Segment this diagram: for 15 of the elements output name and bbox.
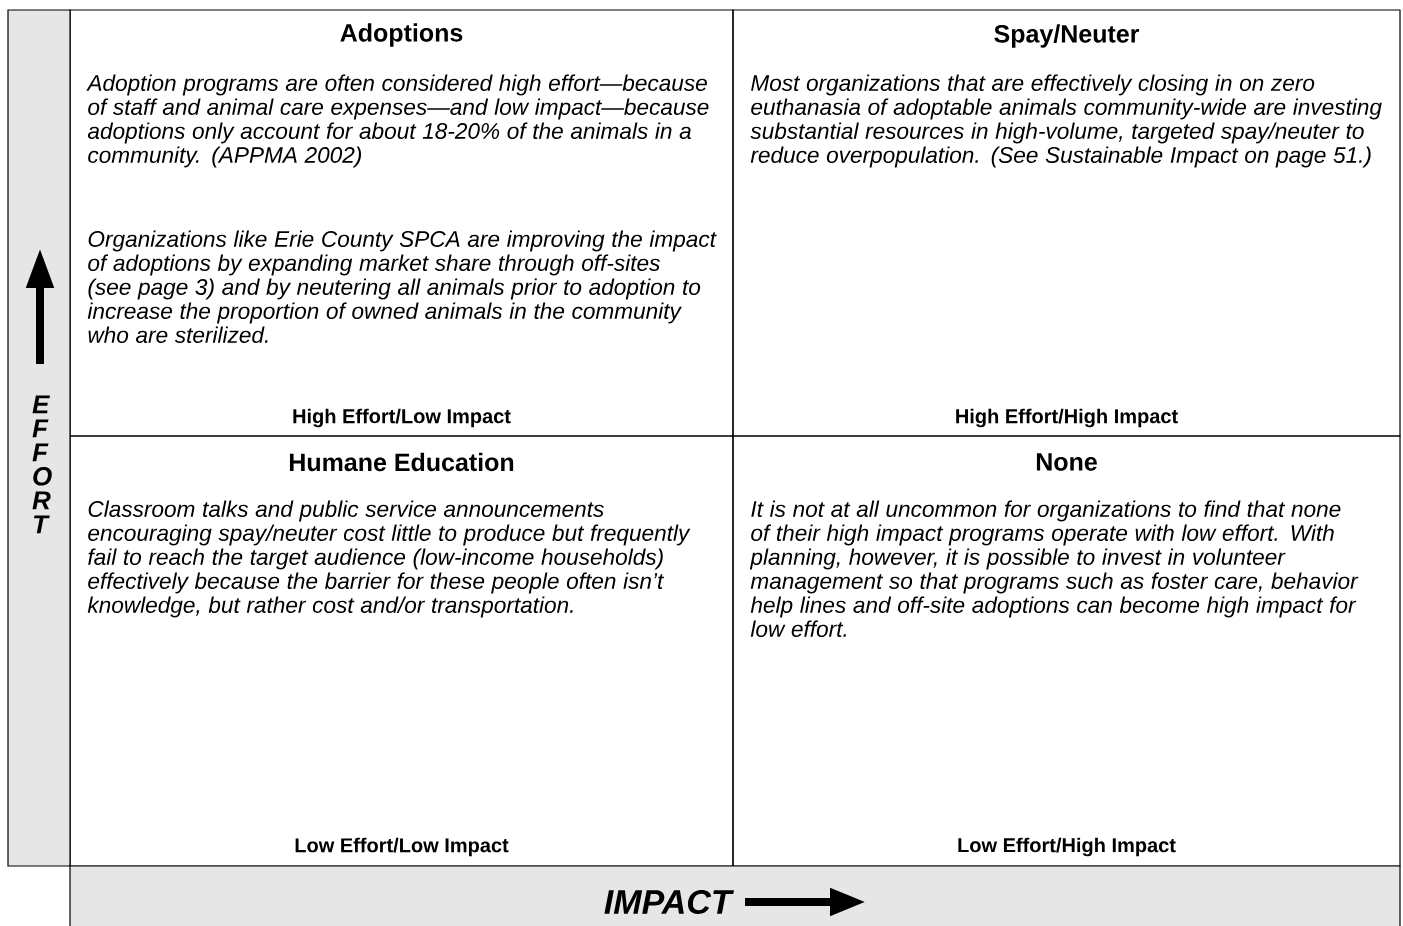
body-text: Classroom talks and public service announcements encouraging spay/neuter cost little to produce but frequently fail to reach the target audience (low-income households) effectively because the barrier for these people often isn’t knowledge, but rather cost and/or transportation. [87, 500, 691, 618]
heading: None [1036, 453, 1097, 471]
heading: Spay/Neuter [994, 24, 1140, 48]
body-text: Adoption programs are often considered high effort—because of staff and animal care expenses—and low impact—because adoptions only account for about 18-20% of the animals in a community. (APPMA 2002) [86, 74, 709, 168]
quadrant-label: Low Effort/Low Impact [295, 837, 509, 857]
quadrant-label: Low Effort/High Impact [958, 837, 1176, 857]
heading: Humane Education [289, 452, 514, 472]
axis-label: E F F O R T [32, 395, 52, 534]
axis-label: IMPACT [604, 889, 734, 915]
body-text: Most organizations that are effectively closing in on zero euthanasia of adoptable animals community-wide are investing substantial resources in high-volume, targeted spay/neuter to reduce overpopulation. (See Sustainable Impact on page 51.) [750, 74, 1382, 168]
quadrant-label: High Effort/High Impact [956, 408, 1178, 428]
quadrant-label: High Effort/Low Impact [293, 408, 511, 428]
body-text: Organizations like Erie County SPCA are improving the impact of adoptions by expanding market share through off-sites (see page 3) and by neutering all animals prior to adoption to increase the proportion of owned animals in the community who are sterilized. [87, 230, 717, 343]
heading: Adoptions [340, 23, 463, 47]
body-text: It is not at all uncommon for organizations to find that none of their high impact programs operate with low effort. With planning, however, it is possible to invest in volunteer management so that programs such as foster care, behavior help lines and off-site adoptions can become high impact for low effort. [749, 500, 1359, 637]
